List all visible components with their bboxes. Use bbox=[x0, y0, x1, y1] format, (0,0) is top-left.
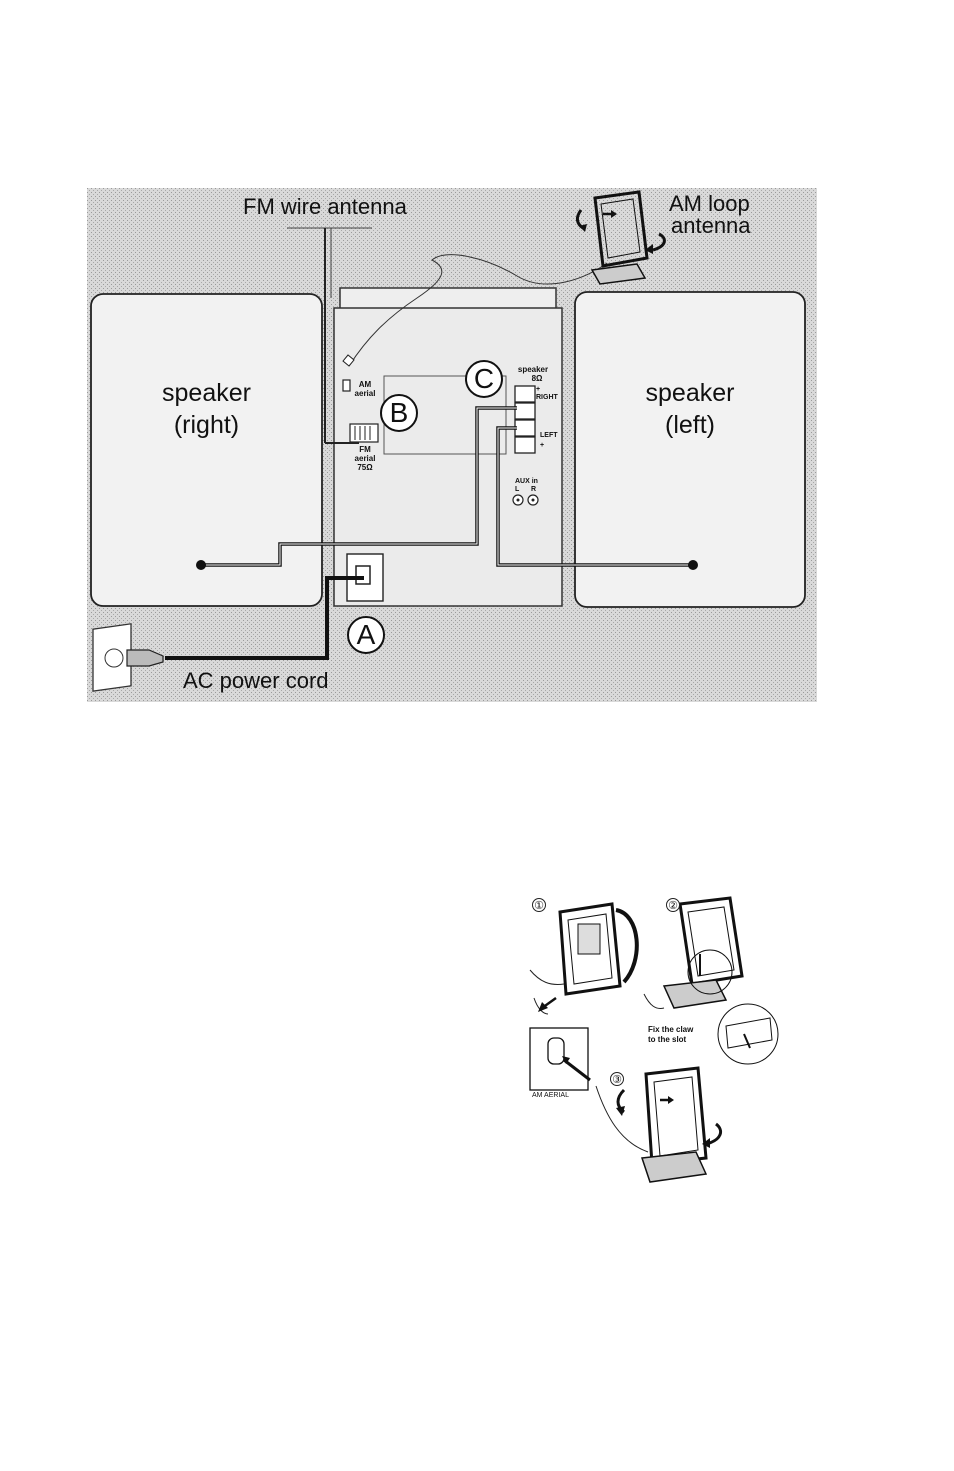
speaker-right-box bbox=[91, 294, 322, 606]
speaker-jack-label-line2: 8Ω bbox=[527, 375, 547, 384]
ac-power-cord-label: AC power cord bbox=[183, 670, 329, 692]
speaker-plus-top: + bbox=[536, 386, 540, 393]
am-aerial-panel-label: AM AERIAL bbox=[532, 1092, 569, 1099]
speaker-left-label-line2: (left) bbox=[575, 410, 805, 441]
fm-aerial-jack bbox=[350, 424, 378, 442]
speaker-plus-bottom: + bbox=[540, 442, 544, 449]
am-loop-antenna-label-line2: antenna bbox=[671, 215, 751, 237]
speaker-right-terminal bbox=[196, 560, 206, 570]
aux-r-label: R bbox=[531, 486, 536, 493]
step1-marker: ① bbox=[532, 898, 546, 912]
fix-claw-label-line2: to the slot bbox=[648, 1036, 686, 1044]
speaker-right-label-line2: (right) bbox=[91, 410, 322, 441]
step3-marker: ③ bbox=[610, 1072, 624, 1086]
step3-panel-illustration bbox=[530, 1028, 590, 1090]
speaker-terminals bbox=[515, 386, 535, 453]
connection-diagram-art bbox=[87, 188, 817, 702]
aux-l-label: L bbox=[515, 486, 519, 493]
am-aerial-jack bbox=[343, 380, 350, 391]
callout-b: B bbox=[380, 394, 418, 432]
aux-in-label: AUX in bbox=[515, 478, 538, 485]
fm-wire-antenna-label: FM wire antenna bbox=[243, 196, 407, 218]
callout-a: A bbox=[347, 616, 385, 654]
am-loop-antenna-label-line1: AM loop bbox=[669, 193, 750, 215]
ac-socket bbox=[356, 566, 370, 584]
speaker-right-label-line1: speaker bbox=[91, 378, 322, 409]
speaker-right-channel-label: RIGHT bbox=[536, 394, 558, 401]
am-antenna-assembly: ① ② ③ Fix the claw to the slot AM AERIAL bbox=[520, 890, 790, 1190]
step2-marker: ② bbox=[666, 898, 680, 912]
speaker-left-channel-label: LEFT bbox=[540, 432, 558, 439]
speaker-left-box bbox=[575, 292, 805, 607]
main-unit-top bbox=[340, 288, 556, 310]
step1-illustration bbox=[530, 904, 637, 1014]
speaker-left-label-line1: speaker bbox=[575, 378, 805, 409]
connection-diagram: FM wire antenna AM loop antenna AC power… bbox=[87, 188, 817, 702]
fm-aerial-label-line3: 75Ω bbox=[351, 464, 379, 473]
am-aerial-label-line2: aerial bbox=[351, 390, 379, 399]
fix-claw-label-line1: Fix the claw bbox=[648, 1026, 693, 1034]
callout-c: C bbox=[465, 360, 503, 398]
speaker-left-terminal bbox=[688, 560, 698, 570]
